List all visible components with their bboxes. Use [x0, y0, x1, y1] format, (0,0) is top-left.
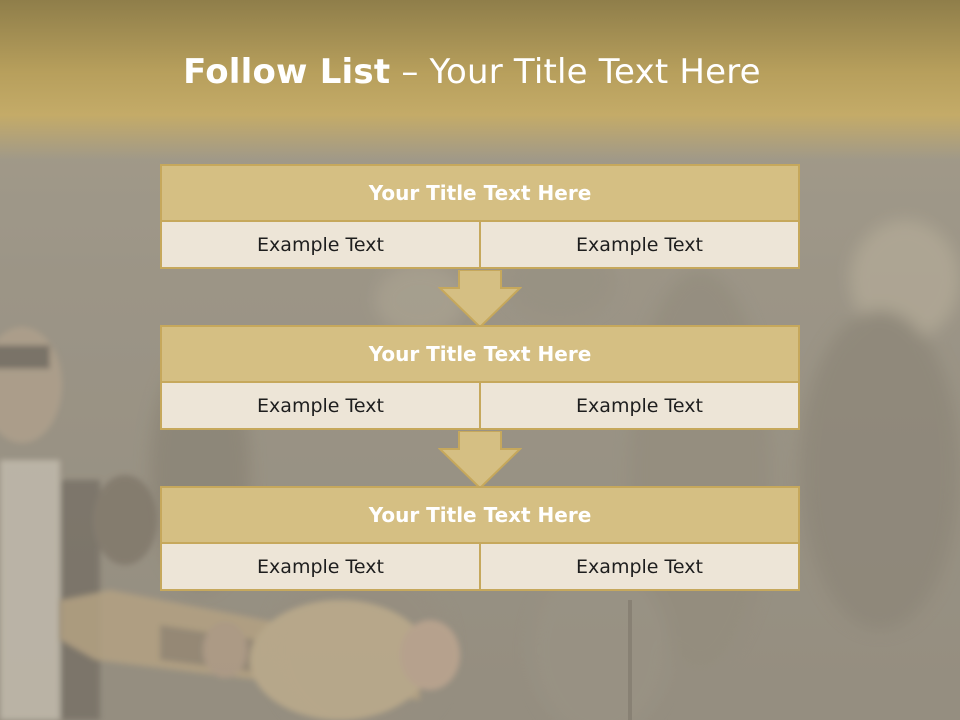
list-block-1: Your Title Text Here Example Text Exampl… — [160, 164, 800, 269]
header-band — [0, 0, 960, 160]
block-cell-left: Example Text — [162, 222, 481, 267]
block-cell-right: Example Text — [481, 544, 798, 589]
block-title: Your Title Text Here — [162, 488, 798, 544]
block-title: Your Title Text Here — [162, 327, 798, 383]
slide-title-dash: – — [390, 52, 430, 92]
block-cell-left: Example Text — [162, 383, 481, 428]
block-row: Example Text Example Text — [162, 222, 798, 267]
slide-title: Follow List – Your Title Text Here — [0, 52, 944, 92]
block-title: Your Title Text Here — [162, 166, 798, 222]
block-cell-right: Example Text — [481, 222, 798, 267]
slide-title-bold: Follow List — [183, 52, 391, 92]
list-block-2: Your Title Text Here Example Text Exampl… — [160, 325, 800, 430]
list-block-3: Your Title Text Here Example Text Exampl… — [160, 486, 800, 591]
block-cell-right: Example Text — [481, 383, 798, 428]
down-arrow-icon — [438, 431, 522, 489]
block-row: Example Text Example Text — [162, 544, 798, 589]
slide-title-rest: Your Title Text Here — [429, 52, 761, 92]
block-row: Example Text Example Text — [162, 383, 798, 428]
block-cell-left: Example Text — [162, 544, 481, 589]
down-arrow-icon — [438, 270, 522, 328]
